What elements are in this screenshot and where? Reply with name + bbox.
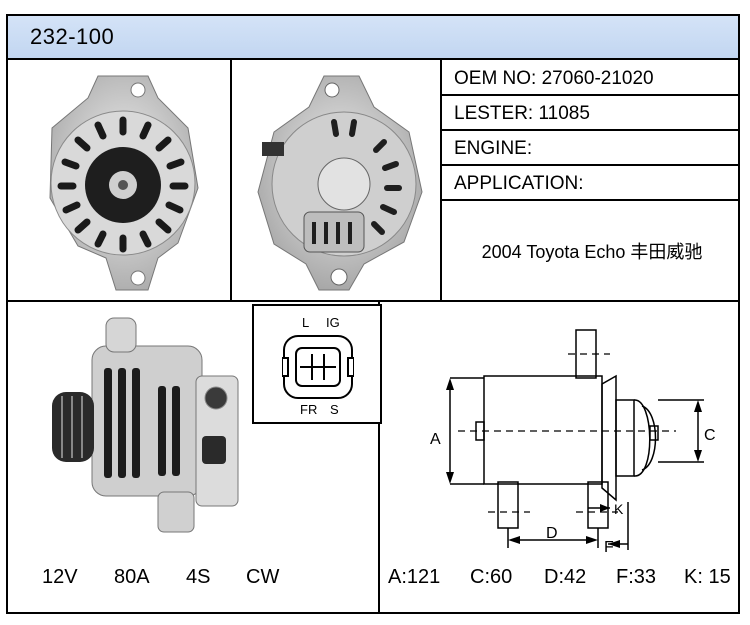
connector-pin-l: L bbox=[302, 315, 310, 330]
dimension-drawing: A C D F K bbox=[430, 329, 716, 556]
oem-number: OEM NO: 27060-21020 bbox=[454, 68, 654, 89]
dimension-a: A:121 bbox=[388, 566, 441, 588]
lester-number: LESTER: 11085 bbox=[454, 103, 590, 124]
dimension-f: F:33 bbox=[616, 566, 657, 588]
divider bbox=[8, 300, 738, 302]
spec-sheet: 232-100 OEM NO: 27060-21020 LESTER: 1108… bbox=[6, 14, 740, 614]
alternator-rear-photo bbox=[257, 75, 423, 291]
rotation: CW bbox=[246, 566, 280, 588]
dimension-d: D:42 bbox=[544, 566, 587, 588]
divider bbox=[230, 60, 232, 300]
divider bbox=[440, 60, 442, 300]
connector-diagram: L IG FR S bbox=[252, 304, 382, 424]
divider bbox=[440, 94, 738, 96]
connector-plug-icon bbox=[282, 335, 354, 399]
application-label: APPLICATION: bbox=[454, 173, 584, 194]
connector-pin-s: S bbox=[330, 402, 339, 417]
divider bbox=[440, 199, 738, 201]
connector-pin-fr: FR bbox=[300, 402, 318, 417]
dimension-c: C:60 bbox=[470, 566, 513, 588]
divider bbox=[378, 300, 380, 612]
amperage: 80A bbox=[114, 566, 150, 588]
application-value: 2004 Toyota Echo 丰田威驰 bbox=[481, 242, 703, 262]
engine-label: ENGINE: bbox=[454, 138, 533, 159]
grooves: 4S bbox=[186, 566, 211, 588]
dimension-k: K: 15 bbox=[684, 566, 731, 588]
divider bbox=[440, 129, 738, 131]
label-d: D bbox=[546, 525, 558, 542]
label-f: F bbox=[604, 539, 614, 556]
header-bar: 232-100 bbox=[8, 16, 738, 60]
part-number: 232-100 bbox=[30, 24, 115, 49]
alternator-front-photo bbox=[49, 75, 199, 291]
voltage: 12V bbox=[42, 566, 78, 588]
alternator-side-photo bbox=[52, 317, 239, 533]
label-a: A bbox=[430, 431, 441, 448]
label-c: C bbox=[704, 427, 716, 444]
connector-pin-ig: IG bbox=[326, 315, 340, 330]
divider bbox=[440, 164, 738, 166]
body-outline bbox=[483, 375, 603, 485]
label-k: K bbox=[614, 501, 624, 517]
